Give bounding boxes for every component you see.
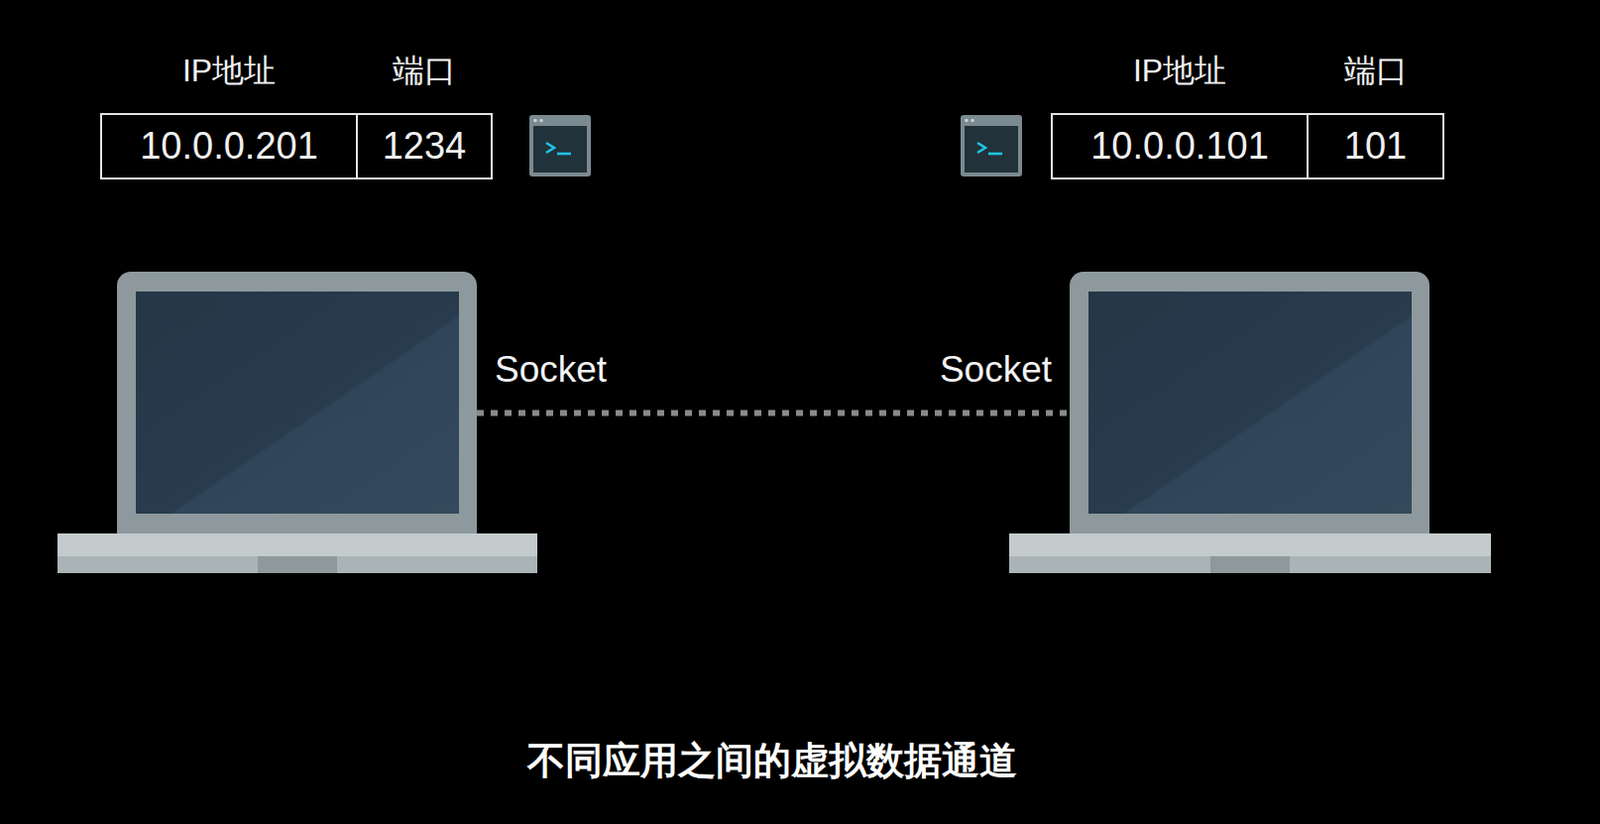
dotted-connector [476,410,1070,417]
laptop-display [1069,271,1430,534]
terminal-icon [529,114,591,177]
cell-value: 1234 [382,124,467,168]
terminal-icon [960,114,1023,177]
column-header: 端口 [1268,49,1483,94]
table-cell: 端口101 [1306,113,1445,180]
cell-value: 10.0.0.201 [139,124,319,168]
socket-label: Socket [494,348,607,391]
laptop-screen: Socket [116,271,477,534]
laptop-base [57,533,538,573]
column-header: IP地址 [62,49,396,94]
table-cell: IP地址10.0.0.201 [100,113,358,180]
laptop-display [116,271,477,534]
table-cell: 端口1234 [355,113,493,180]
table-cell: IP地址10.0.0.101 [1050,113,1309,180]
column-header: IP地址 [1013,49,1347,94]
cell-value: 10.0.0.101 [1090,124,1269,168]
laptop-screen: Socket [1069,271,1430,534]
cell-value: 101 [1344,124,1407,168]
caption: 不同应用之间的虚拟数据通道 [527,735,1018,787]
column-header: 端口 [318,49,531,94]
laptop-base [1009,533,1491,573]
socket-label: Socket [939,348,1052,391]
